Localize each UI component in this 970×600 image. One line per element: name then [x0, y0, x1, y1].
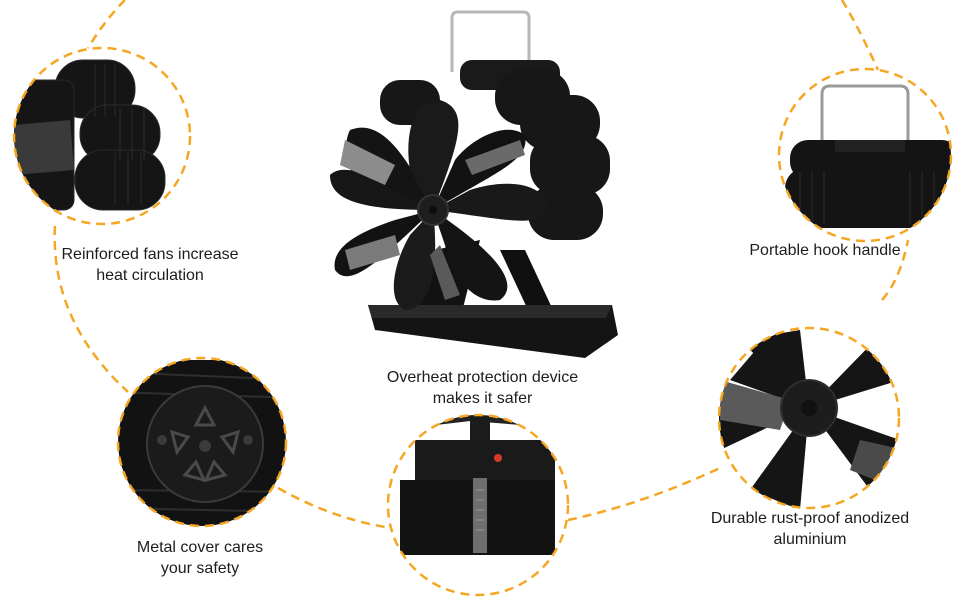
feature-caption-cover: Metal cover cares your safety	[105, 537, 295, 579]
feature-caption-fans: Reinforced fans increase heat circulatio…	[45, 244, 255, 286]
caption-line: Durable rust-proof anodized	[710, 510, 910, 527]
dashed-connectors	[53, 0, 910, 530]
caption-line: Portable hook handle	[749, 242, 901, 259]
caption-line: makes it safer	[432, 390, 533, 407]
fan-hub-icon	[719, 328, 899, 508]
caption-line: your safety	[160, 560, 240, 577]
metal-cover-icon	[118, 358, 286, 526]
fan-blades-icon	[14, 48, 190, 224]
caption-line: heat circulation	[96, 267, 204, 284]
caption-line: Reinforced fans increase	[61, 246, 239, 263]
thermometer-icon	[388, 415, 568, 595]
feature-caption-handle: Portable hook handle	[730, 240, 920, 261]
caption-line: Overheat protection device	[386, 369, 579, 386]
caption-line: Metal cover cares	[136, 539, 264, 556]
fan-rotor	[330, 100, 548, 310]
caption-line: aluminium	[773, 531, 847, 548]
stove-fan-icon	[330, 10, 618, 358]
feature-caption-overheat: Overheat protection device makes it safe…	[365, 367, 600, 409]
hook-handle-icon	[779, 69, 951, 241]
feature-caption-aluminium: Durable rust-proof anodized aluminium	[690, 508, 930, 550]
